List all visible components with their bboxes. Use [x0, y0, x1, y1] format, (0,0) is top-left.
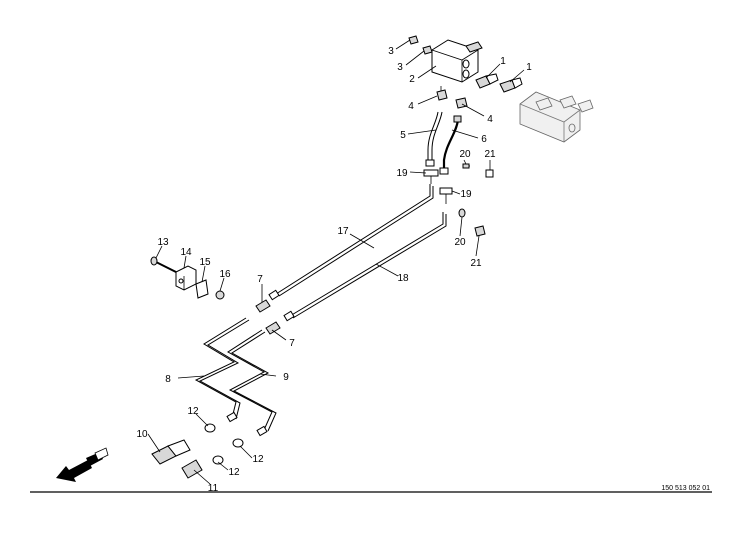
adapter-part-4-left [436, 86, 448, 101]
coupling-part-11 [181, 459, 203, 479]
tee-part-19-lower [439, 187, 453, 204]
valve-assembly-reference [519, 91, 594, 143]
callout-13: 13 [157, 237, 169, 248]
callout-3-a: 3 [388, 46, 394, 57]
union-part-7-upper [255, 299, 271, 313]
travel-direction-arrow-icon [56, 447, 109, 482]
pipe-part-18 [283, 212, 447, 322]
callout-14: 14 [180, 247, 192, 258]
cap-part-21-upper [485, 169, 494, 178]
callout-19-a: 19 [396, 168, 408, 179]
clamp-block-part-14 [175, 265, 197, 291]
callout-20-b: 20 [454, 237, 466, 248]
callout-4-a: 4 [408, 101, 414, 112]
leader-lines [147, 39, 525, 485]
callout-10: 10 [136, 429, 148, 440]
callout-20-a: 20 [459, 149, 471, 160]
adapter-part-4-right [455, 97, 468, 109]
fitting-part-1-right [499, 77, 523, 93]
callout-18: 18 [397, 273, 409, 284]
callout-2: 2 [409, 74, 415, 85]
callout-1-b: 1 [526, 62, 532, 73]
tee-part-19-upper [423, 169, 439, 184]
plate-part-15 [195, 279, 209, 299]
callout-9: 9 [283, 372, 289, 383]
union-part-7-lower [265, 321, 281, 335]
callout-8: 8 [165, 374, 171, 385]
callout-3-b: 3 [397, 62, 403, 73]
pipe-part-9 [227, 329, 277, 437]
plug-part-3-upper [408, 35, 419, 45]
hose-part-6 [439, 115, 462, 175]
callout-7-b: 7 [289, 338, 295, 349]
pipe-part-17 [268, 184, 434, 301]
callout-7-a: 7 [257, 274, 263, 285]
callout-6: 6 [481, 134, 487, 145]
plug-part-3-lower [422, 45, 433, 55]
bolt-part-13 [150, 256, 177, 273]
pipe-part-8 [194, 317, 250, 423]
callout-12-b: 12 [252, 454, 264, 465]
nut-part-16 [215, 290, 225, 300]
callout-21-a: 21 [484, 149, 496, 160]
callout-4-b: 4 [487, 114, 493, 125]
cap-part-21-lower [474, 225, 486, 237]
o-ring-part-12-right [232, 438, 244, 448]
hose-part-5 [425, 111, 443, 167]
o-ring-part-12-lower [212, 455, 224, 465]
callout-17: 17 [337, 226, 349, 237]
doc-number: 150 513 052 01 [661, 485, 710, 492]
callout-11: 11 [208, 483, 219, 494]
o-ring-part-12-upper [204, 423, 216, 433]
callout-16: 16 [219, 269, 231, 280]
fitting-part-1-left [475, 73, 499, 89]
valve-block-part-2 [431, 39, 483, 83]
callout-21-b: 21 [470, 258, 482, 269]
callout-12-c: 12 [228, 467, 240, 478]
fitting-part-20-upper [462, 163, 470, 169]
fitting-part-20-lower [458, 208, 466, 218]
callout-12-a: 12 [187, 406, 199, 417]
callout-19-b: 19 [460, 189, 472, 200]
callout-5: 5 [400, 130, 406, 141]
callout-1-a: 1 [500, 56, 506, 67]
coupling-part-10 [151, 439, 191, 465]
callout-15: 15 [199, 257, 211, 268]
